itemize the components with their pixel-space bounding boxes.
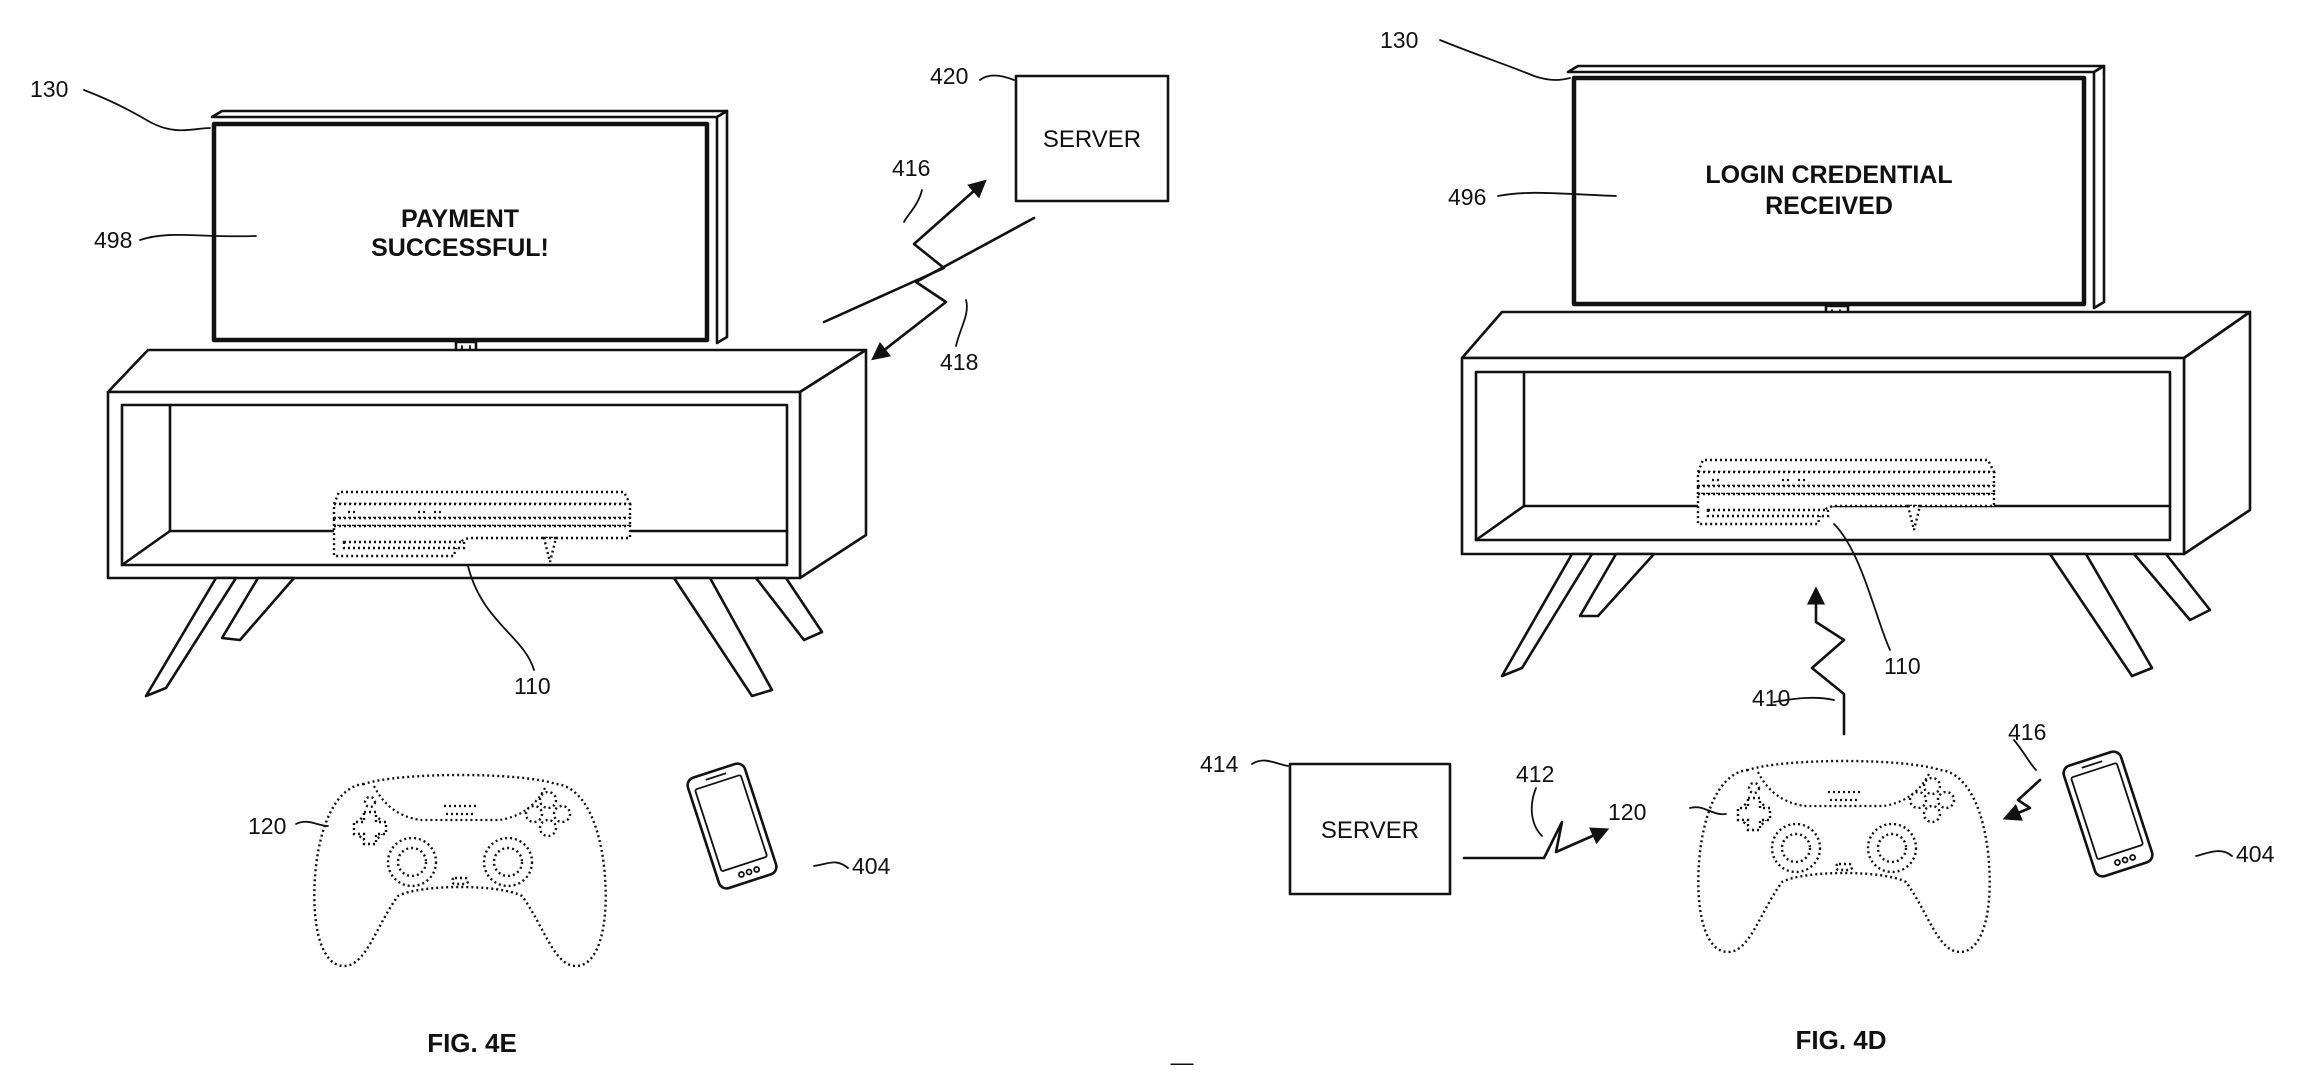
ref-404-right: 404 [2236,841,2275,867]
ref-416-right: 416 [2008,719,2046,745]
server-414: SERVER [1288,762,1452,896]
figure-4d: LOGIN CREDENTIAL RECEIVED SERVER [1200,27,2275,1055]
tv-stand-left [106,348,868,698]
ref-416-left: 416 [892,155,930,181]
ref-120-right: 120 [1608,799,1646,825]
server-420: SERVER [1014,74,1170,203]
ref-130-left: 130 [30,76,68,102]
signal-416-from-phone [2002,778,2042,821]
screen-text-line-1: LOGIN CREDENTIAL [1705,161,1952,189]
controller-120-left [313,773,607,968]
server-label-left: SERVER [1043,126,1141,153]
ref-418: 418 [940,349,978,375]
phone-404-right [2060,748,2156,880]
screen-text-line-2: SUCCESSFUL! [371,234,549,262]
ref-412: 412 [1516,761,1554,787]
caption-fig-4d: FIG. 4D [1795,1025,1886,1055]
caption-fig-4e: FIG. 4E [427,1028,517,1058]
tv-stand-right [1460,310,2252,678]
ref-414: 414 [1200,751,1239,777]
ref-498: 498 [94,227,132,253]
signal-418-downlink [871,216,1036,361]
page-footer-mark: — [1171,1049,1194,1075]
controller-120-right [1697,759,1991,954]
ref-410: 410 [1752,685,1790,711]
screen-text-line-2: RECEIVED [1765,192,1893,220]
server-label-right: SERVER [1321,817,1419,844]
ref-496: 496 [1448,184,1486,210]
ref-120-left: 120 [248,813,286,839]
ref-110-right: 110 [1884,653,1921,679]
phone-404-left [684,760,780,892]
figure-4e: PAYMENT SUCCESSFUL! SERVER [30,63,1170,1058]
display-130-left: PAYMENT SUCCESSFUL! [210,109,729,388]
screen-text-line-1: PAYMENT [401,205,519,233]
signal-410-to-console [1806,586,1846,736]
signal-416-uplink [822,179,987,324]
ref-404-left: 404 [852,853,891,879]
ref-130-right: 130 [1380,27,1418,53]
signal-412-from-server [1462,820,1610,860]
ref-110-left: 110 [514,673,551,699]
ref-420: 420 [930,63,968,89]
